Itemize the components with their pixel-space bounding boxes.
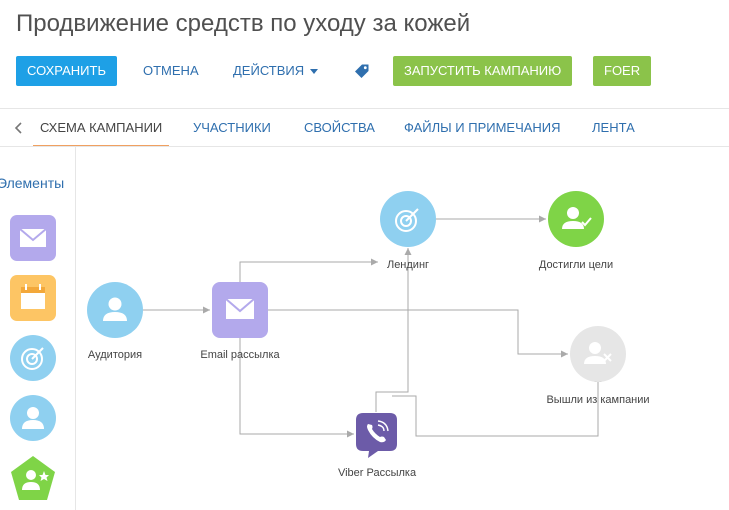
campaign-diagram[interactable] xyxy=(76,147,729,510)
node-email[interactable] xyxy=(212,282,268,338)
node-goal[interactable] xyxy=(548,191,604,247)
tab-participants[interactable]: УЧАСТНИКИ xyxy=(193,120,271,135)
node-goal-label: Достигли цели xyxy=(538,259,614,271)
node-audience[interactable] xyxy=(87,282,143,338)
node-audience-label: Аудитория xyxy=(87,349,143,361)
user-remove-icon xyxy=(584,342,612,364)
target-icon xyxy=(21,347,44,370)
sidebar-title: Элементы xyxy=(0,175,65,191)
envelope-icon xyxy=(225,298,255,319)
user-icon xyxy=(103,297,127,321)
toolbar-divider xyxy=(0,108,729,109)
connector-email-viber xyxy=(239,338,354,435)
tab-files-notes[interactable]: ФАЙЛЫ И ПРИМЕЧАНИЯ xyxy=(404,120,561,135)
sidebar-element-landing[interactable] xyxy=(10,335,56,381)
envelope-icon xyxy=(19,228,47,247)
connector-viber-landing xyxy=(375,248,409,412)
node-landing-label: Лендинг xyxy=(386,259,430,271)
tab-campaign-scheme[interactable]: СХЕМА КАМПАНИИ xyxy=(33,109,170,147)
tab-properties[interactable]: СВОЙСТВА xyxy=(304,120,375,135)
node-landing[interactable] xyxy=(380,191,436,247)
tag-icon[interactable] xyxy=(354,63,370,79)
node-viber-label: Viber Рассылка xyxy=(337,467,417,479)
sidebar-element-calendar[interactable] xyxy=(10,275,56,321)
connector-arrows xyxy=(203,215,602,438)
tabs-divider xyxy=(0,146,729,147)
actions-label: ДЕЙСТВИЯ xyxy=(233,63,305,78)
tab-bar: СХЕМА КАМПАНИИ УЧАСТНИКИ СВОЙСТВА ФАЙЛЫ … xyxy=(0,109,729,147)
sidebar-element-audience[interactable] xyxy=(10,395,56,441)
node-email-label: Email рассылка xyxy=(200,349,280,361)
user-icon xyxy=(22,407,44,429)
actions-dropdown[interactable]: ДЕЙСТВИЯ xyxy=(233,56,319,86)
user-check-icon xyxy=(562,207,592,229)
user-star-icon xyxy=(22,470,49,490)
chevron-left-icon[interactable] xyxy=(12,121,26,135)
connector-email-landing xyxy=(239,261,378,282)
foer-button[interactable]: FOER xyxy=(593,56,652,86)
chevron-down-icon xyxy=(310,69,319,75)
sidebar-element-email[interactable] xyxy=(10,215,56,261)
cancel-button[interactable]: ОТМЕНА xyxy=(143,63,199,78)
node-viber[interactable] xyxy=(356,413,397,458)
connector-viber-exited xyxy=(392,375,599,437)
sidebar-element-goal[interactable] xyxy=(10,455,56,501)
page-title: Продвижение средств по уходу за кожей xyxy=(16,10,471,37)
launch-campaign-button[interactable]: ЗАПУСТИТЬ КАМПАНИЮ xyxy=(393,56,573,86)
node-exited-label: Вышли из кампании xyxy=(546,394,650,406)
viber-icon xyxy=(367,420,389,443)
connector-email-exited xyxy=(268,309,568,355)
tab-feed[interactable]: ЛЕНТА xyxy=(592,120,635,135)
target-icon xyxy=(395,208,419,232)
connector-lines xyxy=(143,218,599,437)
node-exited[interactable] xyxy=(570,326,626,382)
save-button[interactable]: СОХРАНИТЬ xyxy=(16,56,117,86)
calendar-icon xyxy=(21,284,45,309)
elements-sidebar: Элементы xyxy=(0,147,76,510)
